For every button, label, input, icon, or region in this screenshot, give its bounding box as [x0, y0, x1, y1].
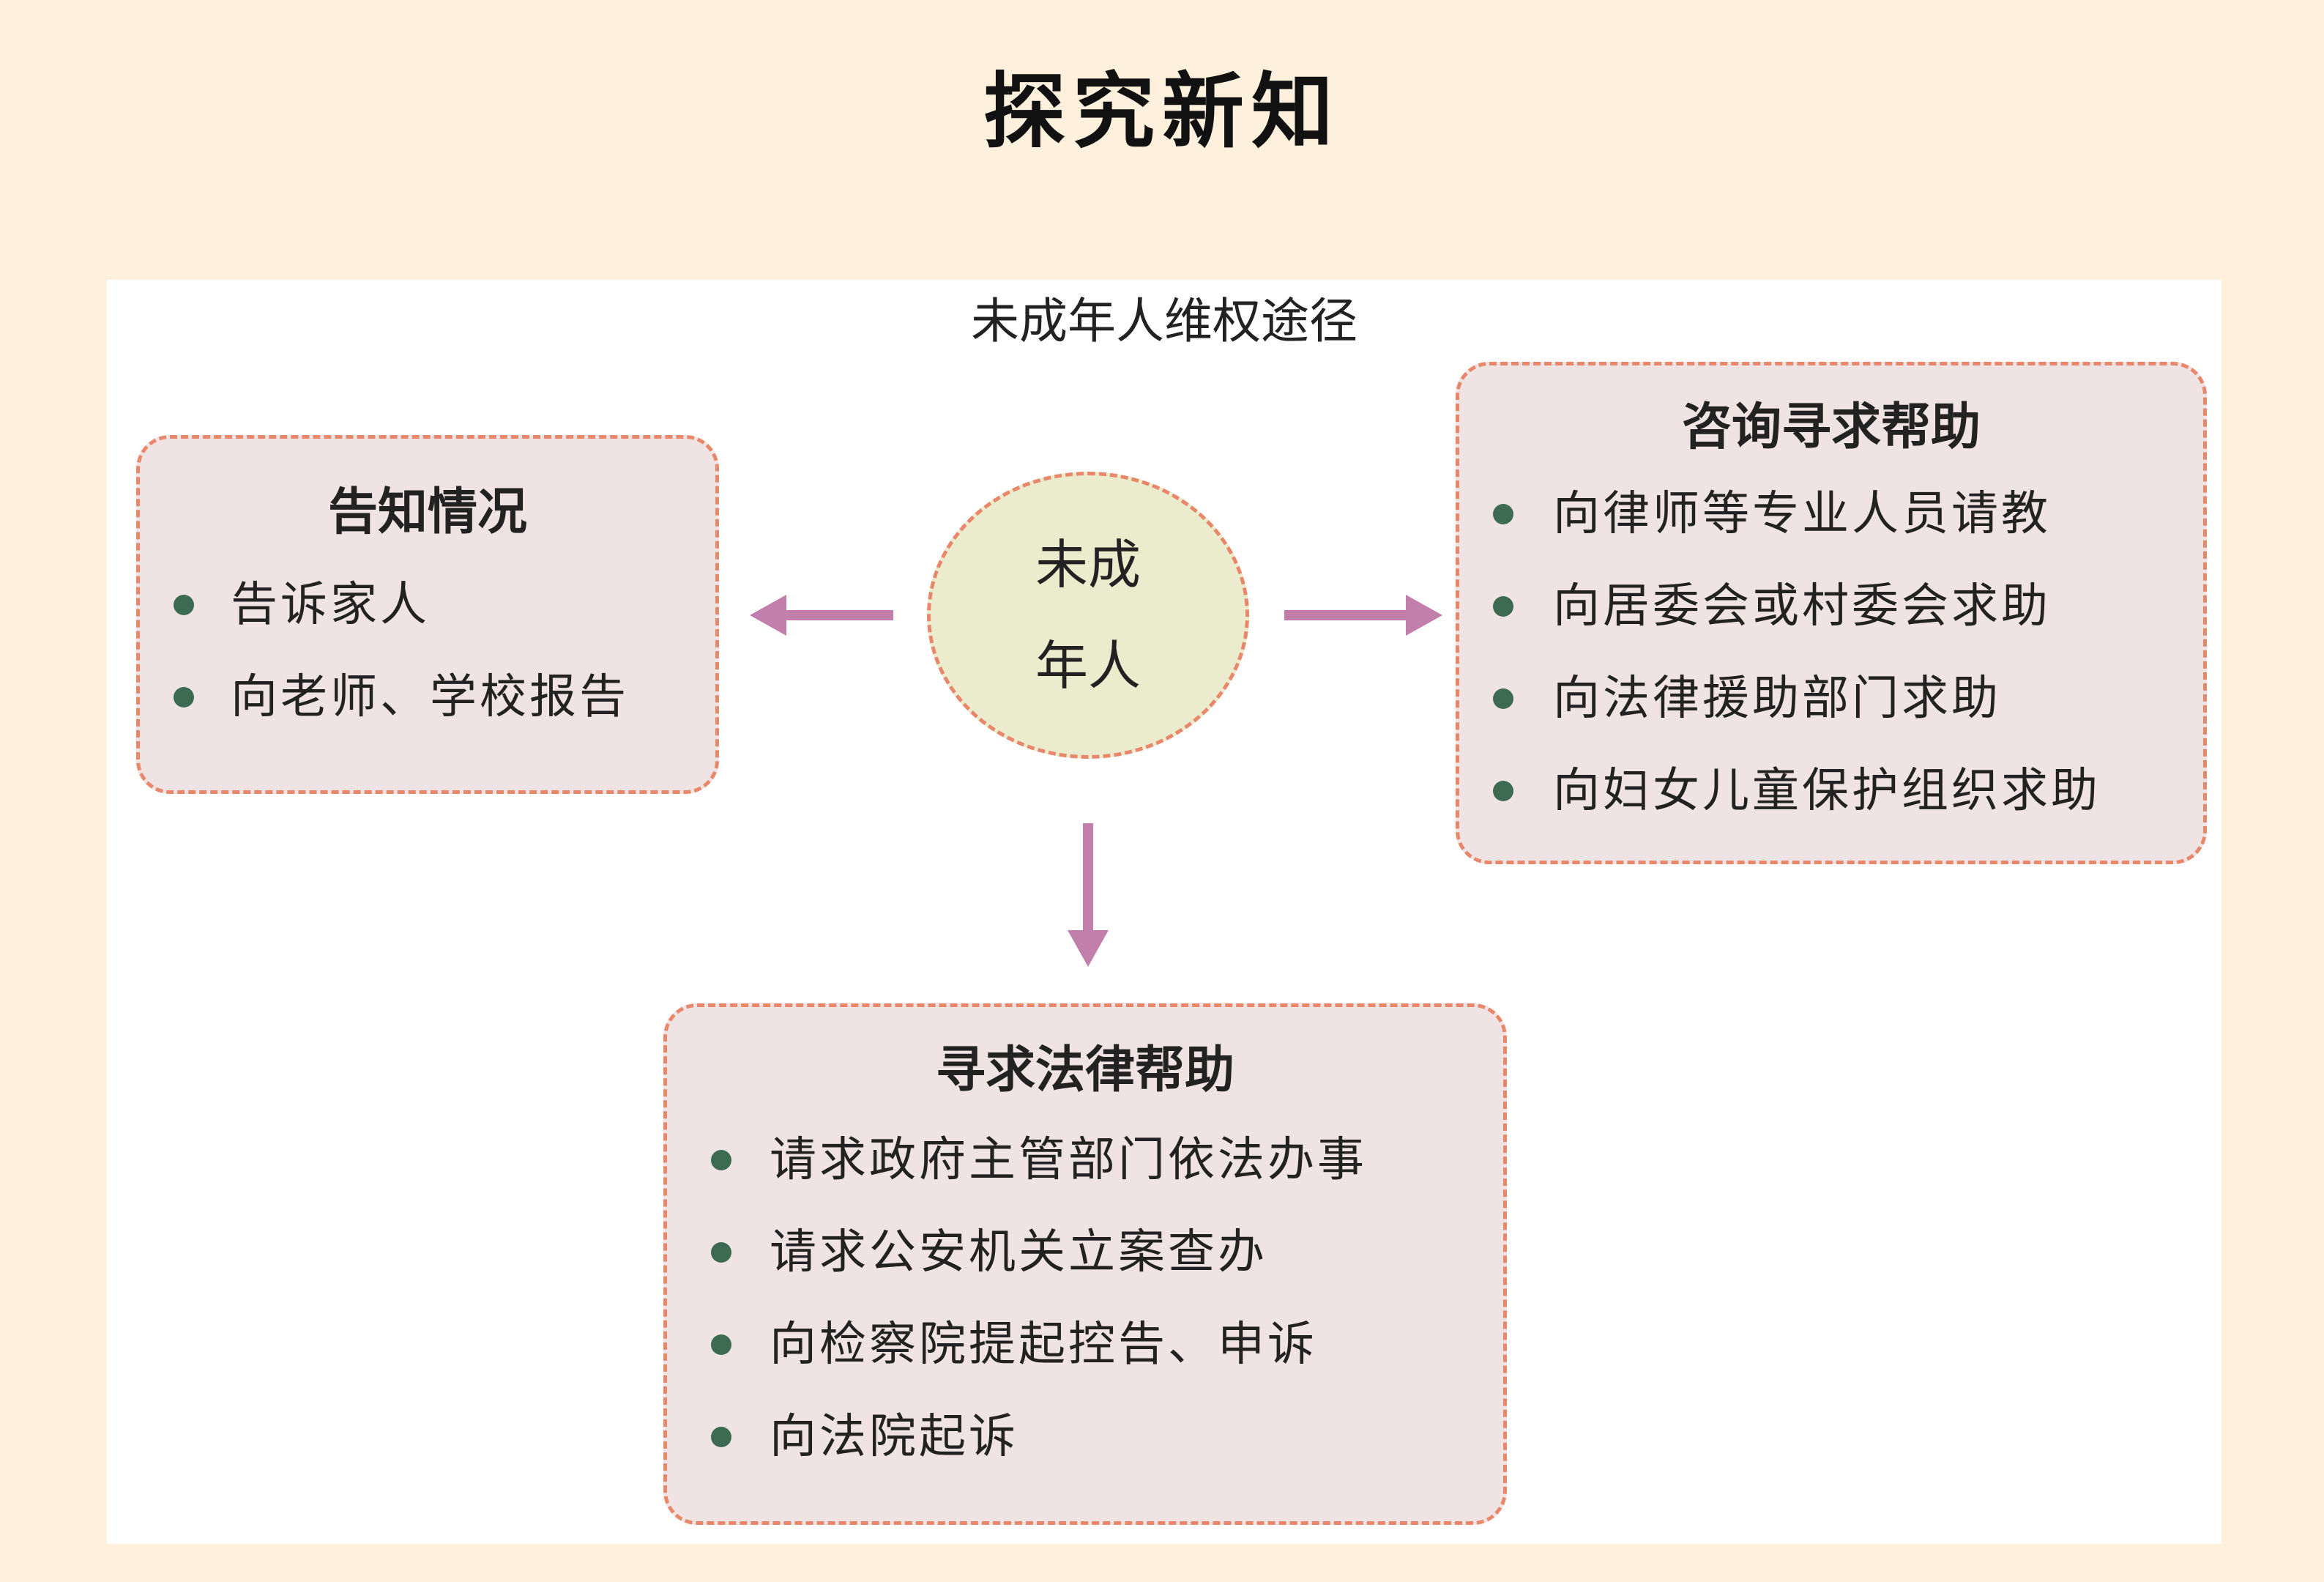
center-node: 未成 年人 — [927, 472, 1249, 759]
bullet-dot-icon — [1493, 596, 1513, 617]
item-text: 向居委会或村委会求助 — [1553, 579, 2051, 634]
arrow-right — [1284, 595, 1442, 636]
list-item: 向老师、学校报告 — [140, 651, 715, 743]
item-text: 告诉家人 — [231, 578, 430, 632]
arrows-layer — [750, 595, 1442, 967]
list-item: 向律师等专业人员请教 — [1459, 468, 2203, 560]
page-title: 探究新知 — [983, 64, 1341, 160]
box-title: 告知情况 — [327, 483, 527, 541]
bullet-dot-icon — [1493, 688, 1513, 709]
item-text: 向妇女儿童保护组织求助 — [1553, 764, 2101, 818]
item-list: 向律师等专业人员请教 向居委会或村委会求助 向法律援助部门求助 向妇女儿童保护组… — [1459, 468, 2203, 837]
bullet-dot-icon — [711, 1334, 731, 1355]
bullet-dot-icon — [174, 687, 194, 708]
list-item: 告诉家人 — [140, 559, 715, 651]
item-text: 向检察院提起控告、申诉 — [770, 1318, 1317, 1372]
list-item: 向检察院提起控告、申诉 — [667, 1299, 1503, 1391]
list-item: 向居委会或村委会求助 — [1459, 560, 2203, 653]
bullet-dot-icon — [711, 1242, 731, 1263]
box-inform-situation: 告知情况 告诉家人 向老师、学校报告 — [136, 435, 719, 794]
item-list: 请求政府主管部门依法办事 请求公安机关立案查办 向检察院提起控告、申诉 向法院起… — [667, 1114, 1503, 1483]
list-item: 请求政府主管部门依法办事 — [667, 1114, 1503, 1206]
list-item: 向法律援助部门求助 — [1459, 653, 2203, 745]
bullet-dot-icon — [711, 1150, 731, 1170]
bullet-dot-icon — [711, 1427, 731, 1447]
bullet-dot-icon — [1493, 781, 1513, 801]
list-item: 向妇女儿童保护组织求助 — [1459, 745, 2203, 837]
arrow-down — [1068, 823, 1109, 967]
item-text: 请求政府主管部门依法办事 — [770, 1133, 1367, 1187]
bullet-dot-icon — [174, 595, 194, 615]
list-item: 向法院起诉 — [667, 1391, 1503, 1483]
arrow-left — [750, 595, 893, 636]
item-list: 告诉家人 向老师、学校报告 — [140, 559, 715, 743]
item-text: 向律师等专业人员请教 — [1553, 487, 2051, 541]
box-legal-help: 寻求法律帮助 请求政府主管部门依法办事 请求公安机关立案查办 向检察院提起控告、… — [663, 1003, 1507, 1525]
box-title: 寻求法律帮助 — [935, 1041, 1234, 1099]
bullet-dot-icon — [1493, 504, 1513, 524]
diagram-panel: 未成年人维权途径 告知情况 告诉家人 向老师、学校报告 未成 年人 咨询寻求帮助… — [107, 280, 2221, 1544]
item-text: 向法律援助部门求助 — [1553, 672, 2001, 726]
item-text: 向老师、学校报告 — [231, 670, 629, 724]
box-consult-help: 咨询寻求帮助 向律师等专业人员请教 向居委会或村委会求助 向法律援助部门求助 向… — [1456, 362, 2207, 864]
box-title: 咨询寻求帮助 — [1681, 398, 1981, 456]
item-text: 请求公安机关立案查办 — [770, 1225, 1267, 1280]
center-label-line2: 年人 — [1035, 635, 1141, 697]
list-item: 请求公安机关立案查办 — [667, 1206, 1503, 1299]
center-label-line1: 未成 — [1035, 534, 1141, 595]
diagram-title: 未成年人维权途径 — [971, 293, 1357, 349]
item-text: 向法院起诉 — [770, 1410, 1018, 1464]
